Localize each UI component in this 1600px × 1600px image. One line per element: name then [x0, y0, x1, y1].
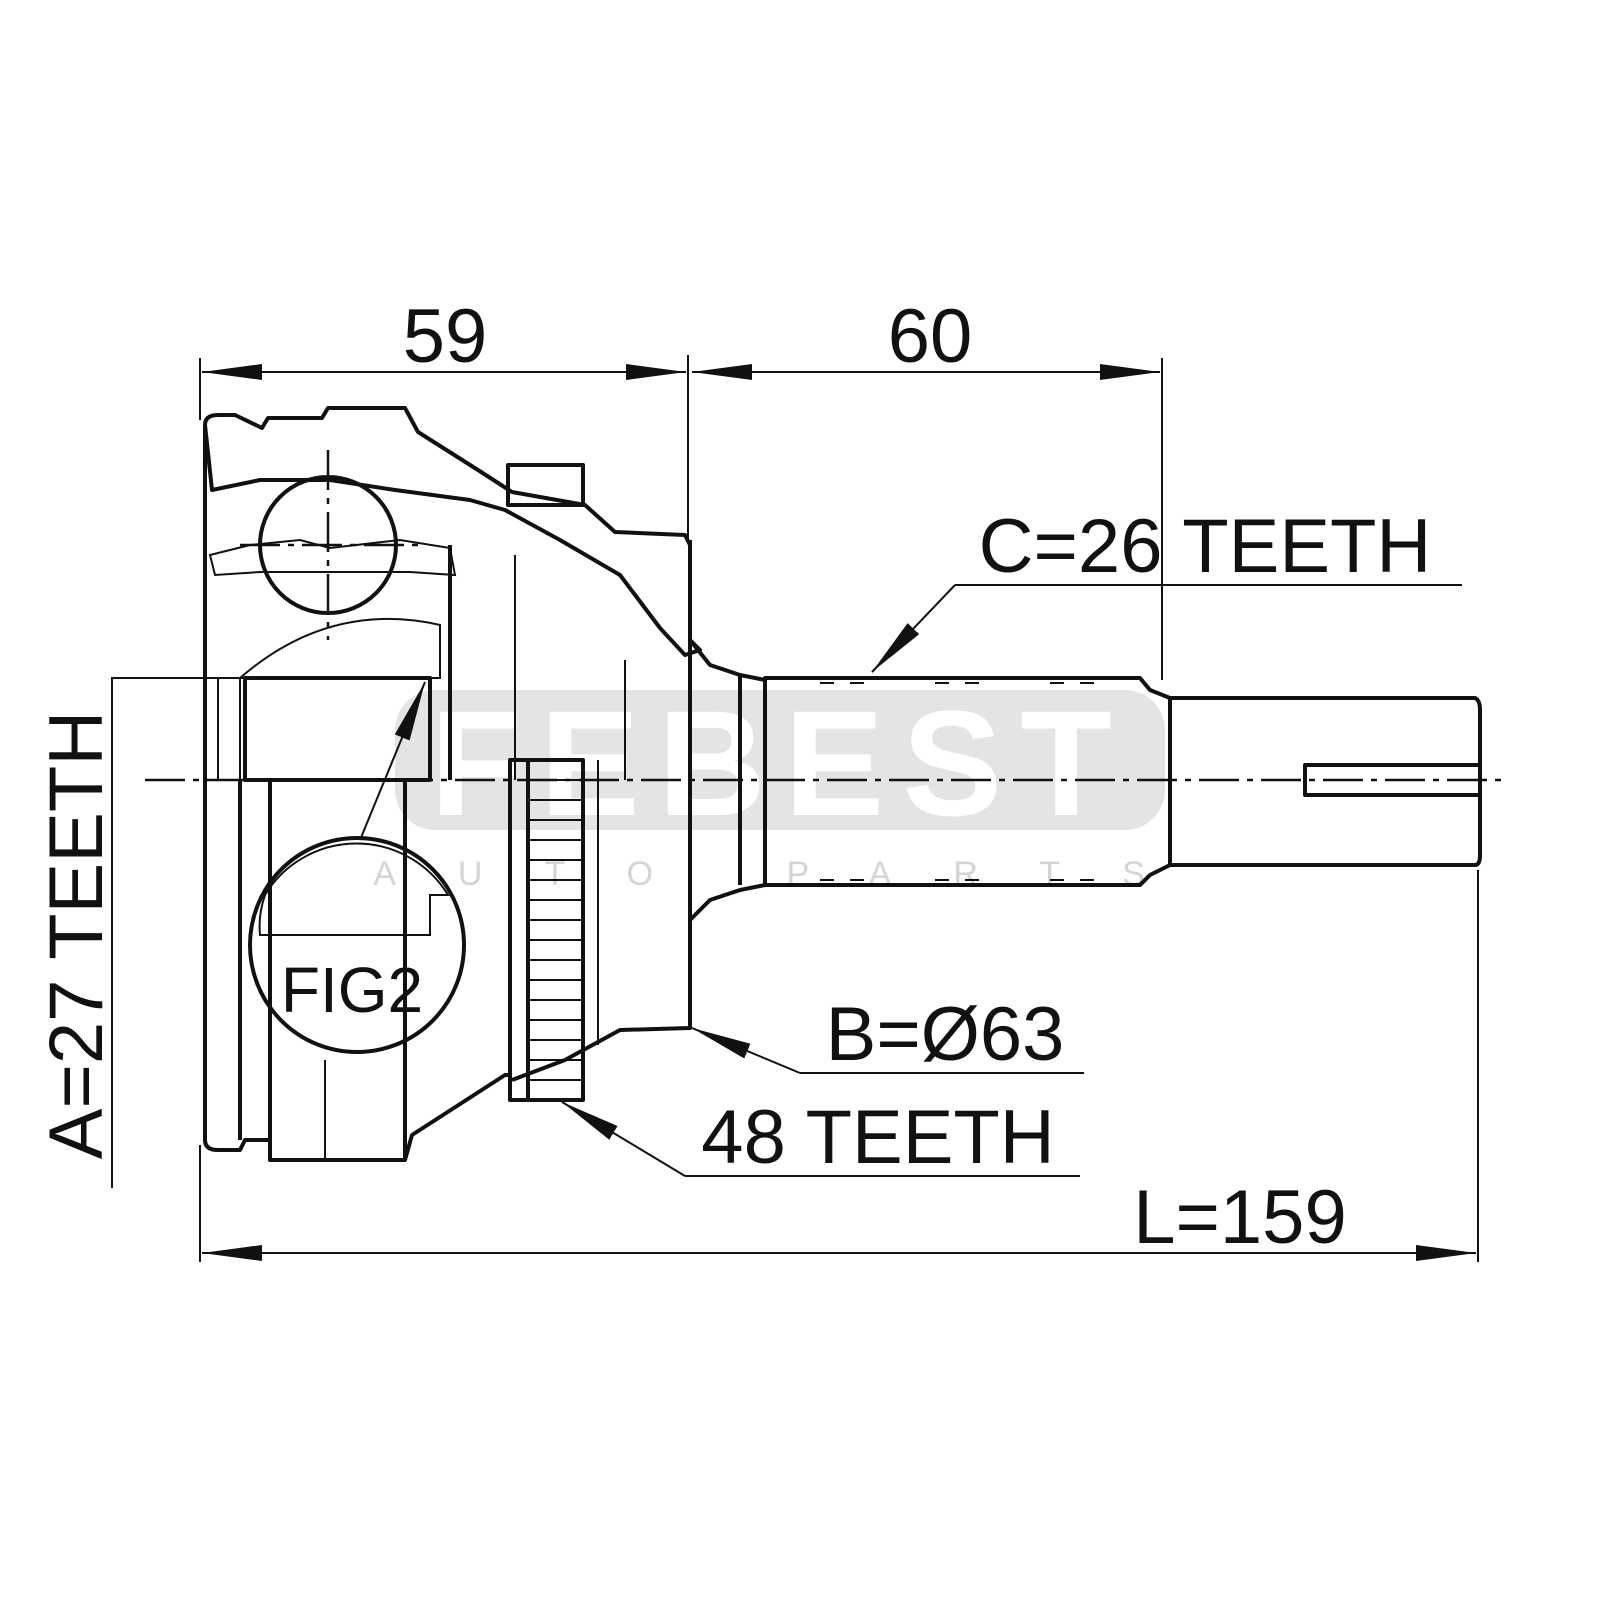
- outer-housing: [203, 406, 766, 1162]
- inner-spline-label: A=27 TEETH: [34, 711, 119, 1159]
- outer-spline-label: C=26 TEETH: [979, 504, 1432, 589]
- total-length-label: L=159: [1133, 1175, 1346, 1260]
- dimension-59: 59: [199, 294, 689, 540]
- detail-fig2: FIG2: [248, 681, 466, 1054]
- watermark: FEBEST AUTO PARTS: [373, 679, 1207, 893]
- abs-ring: [508, 758, 599, 1102]
- dimension-total-length: L=159: [199, 870, 1479, 1262]
- detail-label: FIG2: [281, 954, 423, 1026]
- watermark-tagline: AUTO PARTS: [373, 855, 1207, 893]
- watermark-band: [395, 690, 1165, 830]
- dimension-60: 60: [692, 294, 1163, 680]
- abs-ring-label: 48 TEETH: [701, 1095, 1054, 1180]
- callout-abs-ring: 48 TEETH: [561, 1095, 1080, 1180]
- seal-ring: [506, 463, 585, 507]
- dimension-60-label: 60: [888, 294, 973, 379]
- callout-outer-spline: C=26 TEETH: [871, 504, 1462, 673]
- watermark-brand: FEBEST: [430, 679, 1130, 847]
- callout-inner-spline: A=27 TEETH: [34, 677, 225, 1188]
- seal-diameter-label: B=Ø63: [826, 992, 1065, 1077]
- callout-seal-diameter: B=Ø63: [691, 992, 1084, 1077]
- dimension-59-label: 59: [403, 294, 488, 379]
